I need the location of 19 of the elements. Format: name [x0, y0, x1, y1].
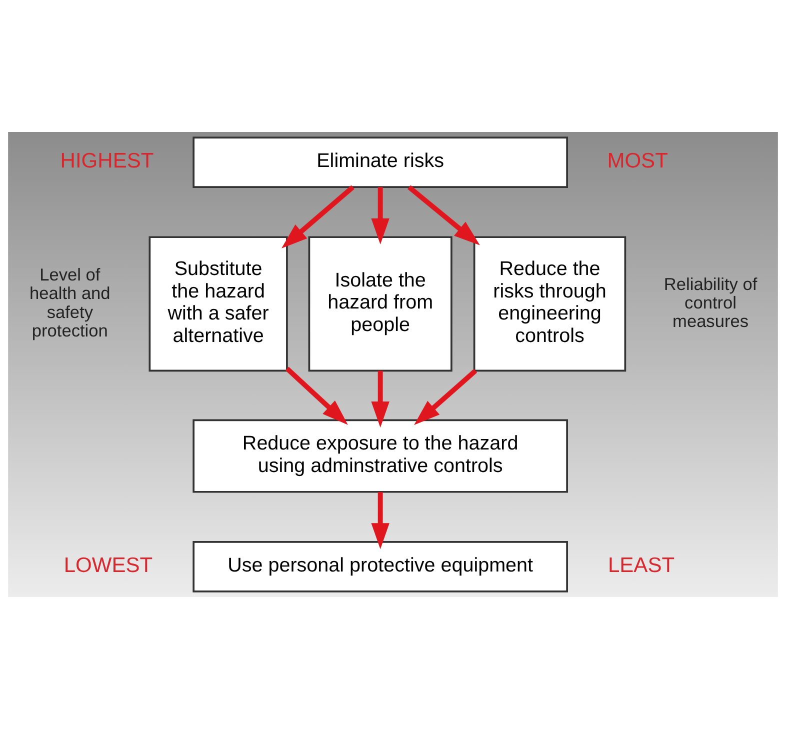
- label: Level of health and safety protection: [30, 264, 110, 340]
- arrow: [371, 370, 390, 428]
- arrow: [285, 366, 348, 425]
- label: HIGHEST: [60, 149, 154, 172]
- arrow: [371, 492, 390, 550]
- label: MOST: [607, 149, 668, 172]
- node-box: Reduce exposure to the hazard using adminstrative controls: [192, 419, 568, 493]
- node-box: Isolate the hazard from people: [308, 236, 452, 372]
- arrow: [414, 368, 478, 425]
- node-box: Use personal protective equipment: [192, 541, 568, 592]
- label: Reliability of control measures: [664, 274, 758, 332]
- arrow: [282, 185, 354, 248]
- arrow: [408, 185, 480, 246]
- node-box: Substitute the hazard with a safer alternative: [148, 236, 288, 372]
- node-box: Reduce the risks through engineering controls: [473, 236, 626, 372]
- label: LOWEST: [64, 554, 153, 577]
- arrow: [371, 187, 390, 244]
- node-box: Eliminate risks: [192, 136, 568, 188]
- label: LEAST: [608, 554, 675, 577]
